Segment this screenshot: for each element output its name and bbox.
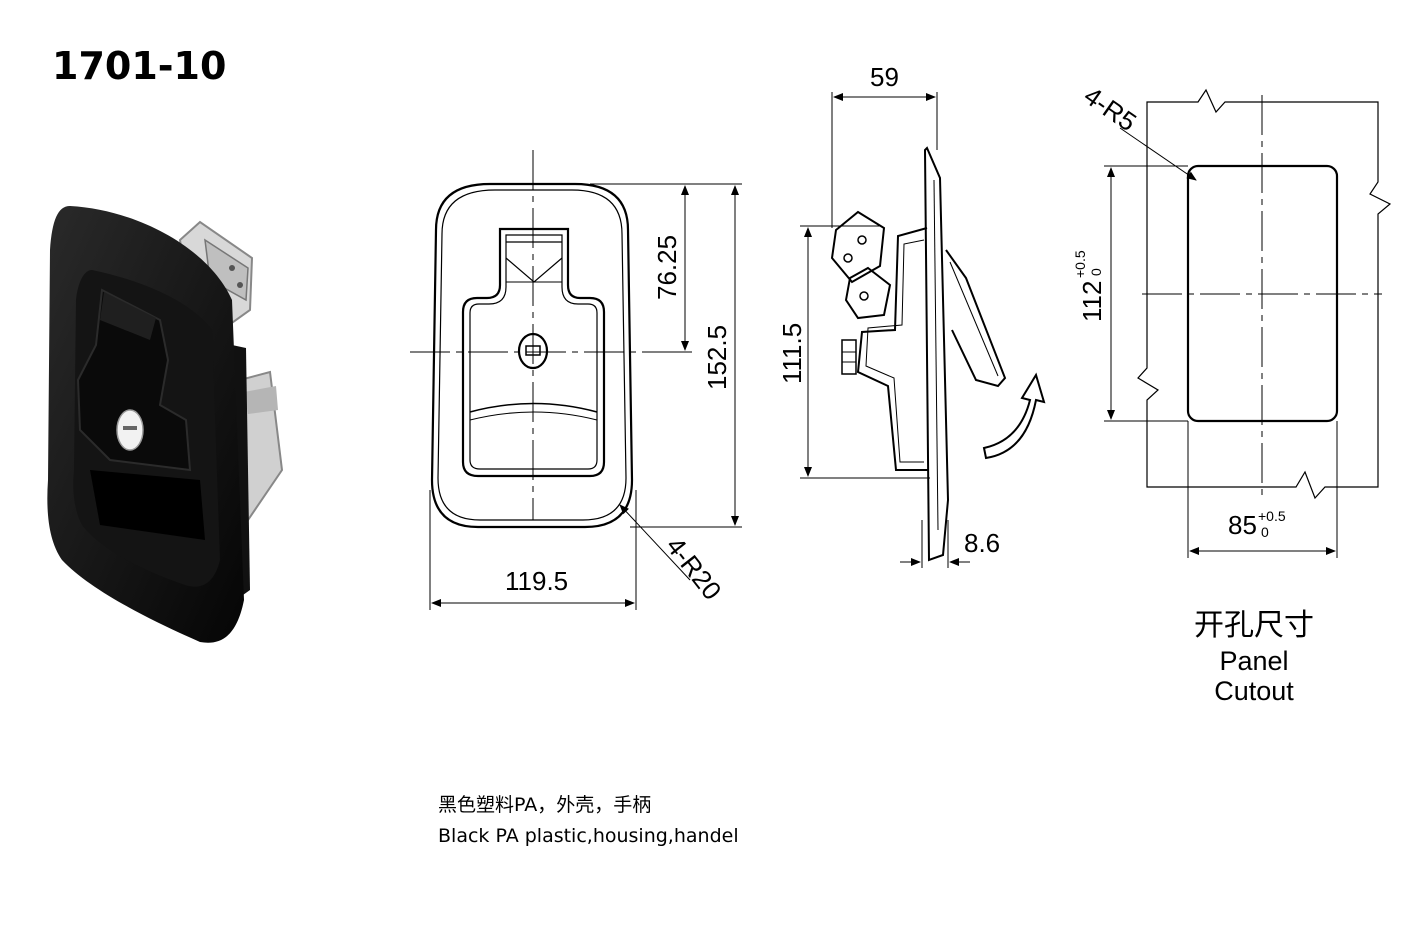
dim-cutout-height-group: 112 +0.5 0 [1072,250,1107,322]
dim-height-upper: 76.25 [652,235,682,300]
caption-en: Panel Cutout [1214,646,1294,706]
dim-cutout-height-tol-upper: +0.5 [1072,250,1088,278]
caption-zh: 开孔尺寸 [1194,608,1314,643]
front-view [410,150,742,610]
dim-depth: 59 [870,62,899,92]
panel-cutout-caption: 开孔尺寸 Panel Cutout [1186,606,1322,706]
dim-cutout-width: 85 [1228,510,1257,540]
dim-cutout-height-tol-lower: 0 [1088,268,1104,276]
panel-cutout-view [1104,88,1392,558]
material-note-zh: 黑色塑料PA，外壳，手柄 [438,794,652,816]
side-view [800,92,1046,568]
product-render [47,206,284,643]
material-note: 黑色塑料PA，外壳，手柄 Black PA plastic,housing,ha… [438,790,739,852]
dim-cutout-height: 112 [1077,281,1107,322]
dim-width: 119.5 [505,566,568,596]
material-note-en: Black PA plastic,housing,handel [438,825,739,847]
dim-body-height: 111.5 [777,323,807,384]
dim-flange: 8.6 [964,528,1000,558]
dim-cutout-corner-radius: 4-R5 [1079,80,1142,137]
dim-height-total: 152.5 [702,325,732,390]
part-number-title: 1701-10 [52,44,227,88]
dim-corner-radius-r20: 4-R20 [660,531,727,605]
dim-cutout-width-tol-lower: 0 [1261,524,1269,540]
dim-cutout-width-tol-upper: +0.5 [1258,508,1286,524]
